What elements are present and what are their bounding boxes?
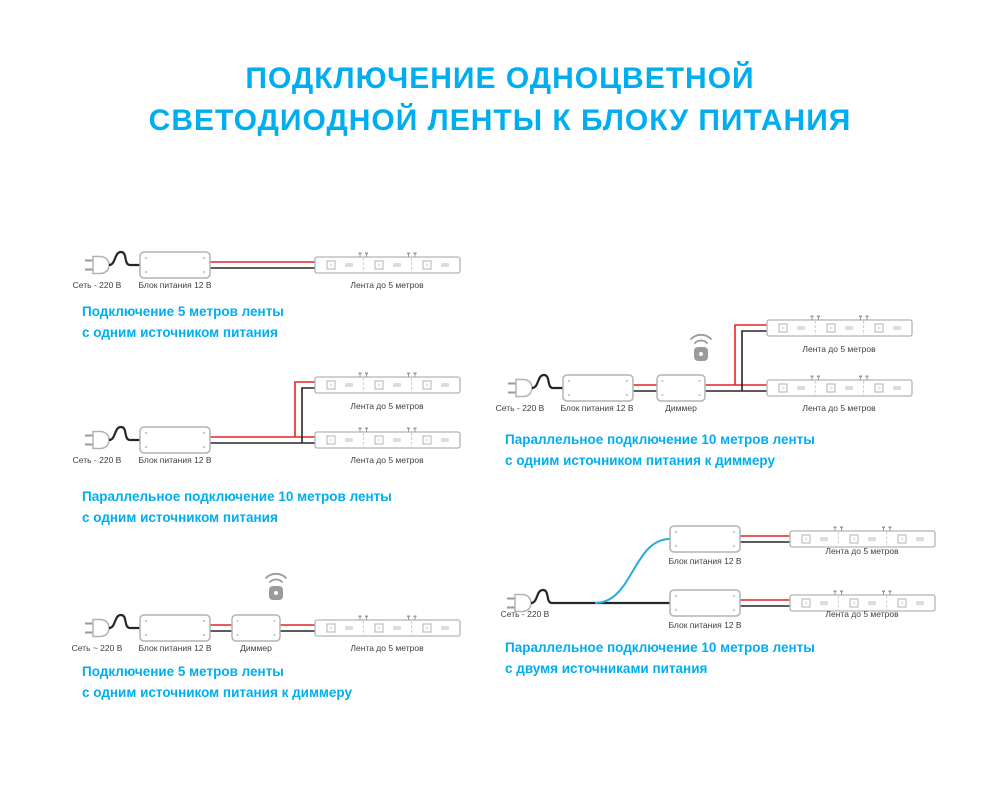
remote-control-icon [265,572,287,601]
psu-box [562,374,634,402]
remote-control-icon [690,333,712,362]
psu-box-bottom [669,589,741,617]
dimmer-label: Диммер [240,643,272,653]
strip-label: Лента до 5 метров [350,280,424,290]
wire-negative-branch [301,387,315,443]
plug-icon [83,613,142,638]
page-title: ПОДКЛЮЧЕНИЕ ОДНОЦВЕТНОЙ СВЕТОДИОДНОЙ ЛЕН… [0,58,1000,142]
caption-line-1: Подключение 5 метров ленты [82,304,284,319]
psu-box-top [669,525,741,553]
led-strip-bottom [766,374,913,397]
strip-bottom-label: Лента до 5 метров [350,455,424,465]
net-label: Сеть - 220 В [73,455,122,465]
caption-line-1: Параллельное подключение 10 метров ленты [82,489,392,504]
caption-line-2: с двумя источниками питания [505,660,708,676]
led-strip [314,614,461,637]
diagram-single-5m-dimmer: Сеть ~ 220 В Блок питания 12 В Диммер Ле… [72,572,461,653]
led-strip-top [766,314,913,337]
caption-line-1: Параллельное подключение 10 метров ленты [505,640,815,655]
dimmer-label: Диммер [665,403,697,413]
psu-box [139,251,211,279]
psu-box [139,614,211,642]
diagram-single-5m-caption: Подключение 5 метров ленты с одним источ… [82,302,284,344]
caption-line-1: Подключение 5 метров ленты [82,664,284,679]
psu-label: Блок питания 12 В [138,643,211,653]
strip-top-label: Лента до 5 метров [825,546,899,556]
plug-icon [83,425,142,450]
caption-line-1: Параллельное подключение 10 метров ленты [505,432,815,447]
wires [210,261,315,269]
strip-top-label: Лента до 5 метров [802,344,876,354]
strip-bottom-label: Лента до 5 метров [825,609,899,619]
psu-label: Блок питания 12 В [138,280,211,290]
net-label: Сеть ~ 220 В [72,643,123,653]
diagram-parallel-10m-two-psu-caption: Параллельное подключение 10 метров ленты… [505,638,815,680]
led-strip-top [314,371,461,394]
wire-negative-branch [741,330,767,391]
strip-top-label: Лента до 5 метров [350,401,424,411]
psu-bottom-label: Блок питания 12 В [668,620,741,630]
diagram-parallel-10m: Сеть - 220 В Блок питания 12 В Лента до … [73,371,461,465]
net-label: Сеть - 220 В [496,403,545,413]
wire-positive-branch [294,381,315,437]
led-strip-bottom [314,426,461,449]
net-label: Сеть - 220 В [501,609,550,619]
plug-icon [83,250,142,275]
wires [633,324,767,392]
diagram-parallel-10m-two-psu: Сеть - 220 В Блок питания 12 В Блок пита… [501,525,936,630]
led-strip [314,251,461,274]
title-line-2: СВЕТОДИОДНОЙ ЛЕНТЫ К БЛОКУ ПИТАНИЯ [148,104,852,137]
wire-positive-branch [734,324,767,385]
dimmer-box [656,374,706,402]
diagram-parallel-10m-caption: Параллельное подключение 10 метров ленты… [82,487,392,529]
led-strip-bottom [789,589,936,612]
wires [210,381,315,444]
caption-line-2: с одним источником питания [82,509,278,525]
diagram-parallel-10m-dimmer: Сеть - 220 В Блок питания 12 В Диммер Ле… [496,314,913,413]
psu-box [139,426,211,454]
diagram-single-5m-dimmer-caption: Подключение 5 метров ленты с одним источ… [82,662,352,704]
diagram-single-5m: Сеть - 220 В Блок питания 12 В Лента до … [73,250,461,290]
diagram-parallel-10m-dimmer-caption: Параллельное подключение 10 метров ленты… [505,430,815,472]
led-strip-top [789,525,936,548]
plug-icon [506,373,565,398]
psu-label: Блок питания 12 В [138,455,211,465]
caption-line-2: с одним источником питания [82,324,278,340]
caption-line-2: с одним источником питания к диммеру [505,452,775,468]
title-line-1: ПОДКЛЮЧЕНИЕ ОДНОЦВЕТНОЙ [245,62,755,95]
wires [562,535,790,607]
strip-label: Лента до 5 метров [350,643,424,653]
wires [210,624,315,632]
psu-top-label: Блок питания 12 В [668,556,741,566]
mains-wire-blue [594,538,671,604]
net-label: Сеть - 220 В [73,280,122,290]
caption-line-2: с одним источником питания к диммеру [82,684,352,700]
psu-label: Блок питания 12 В [560,403,633,413]
dimmer-box [231,614,281,642]
strip-bottom-label: Лента до 5 метров [802,403,876,413]
